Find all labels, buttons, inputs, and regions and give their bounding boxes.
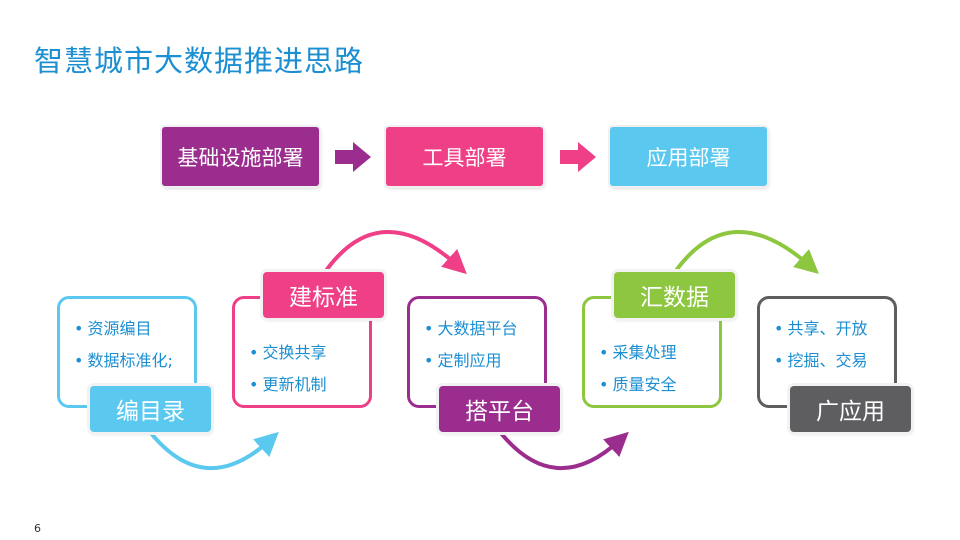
bullet-item: 质量安全 — [599, 369, 676, 401]
bullet-item: 交换共享 — [249, 337, 326, 369]
arc-arrow — [148, 430, 279, 471]
tag-platform: 搭平台 — [439, 386, 560, 432]
arc-arrow — [498, 430, 629, 471]
bullet-item: 共享、开放 — [774, 313, 867, 345]
page-title: 智慧城市大数据推进思路 — [34, 44, 365, 78]
step-tools: 工具部署 — [386, 127, 543, 186]
bullet-item: 资源编目 — [74, 313, 173, 345]
tag-data: 汇数据 — [614, 272, 735, 318]
arc-arrow — [673, 230, 819, 274]
bullet-item: 定制应用 — [424, 345, 517, 377]
step-applications: 应用部署 — [610, 127, 767, 186]
page-number: 6 — [34, 522, 41, 535]
bullet-item: 大数据平台 — [424, 313, 517, 345]
tag-applications: 广应用 — [790, 386, 911, 432]
step-infrastructure: 基础设施部署 — [162, 127, 319, 186]
bullet-item: 数据标准化; — [74, 345, 172, 377]
arc-arrow — [323, 230, 467, 275]
bullet-item: 采集处理 — [599, 337, 676, 369]
bullet-item: 更新机制 — [249, 369, 326, 401]
tag-standards: 建标准 — [263, 272, 384, 318]
bullet-item: 挖掘、交易 — [774, 345, 867, 377]
tag-catalog: 编目录 — [90, 386, 211, 432]
